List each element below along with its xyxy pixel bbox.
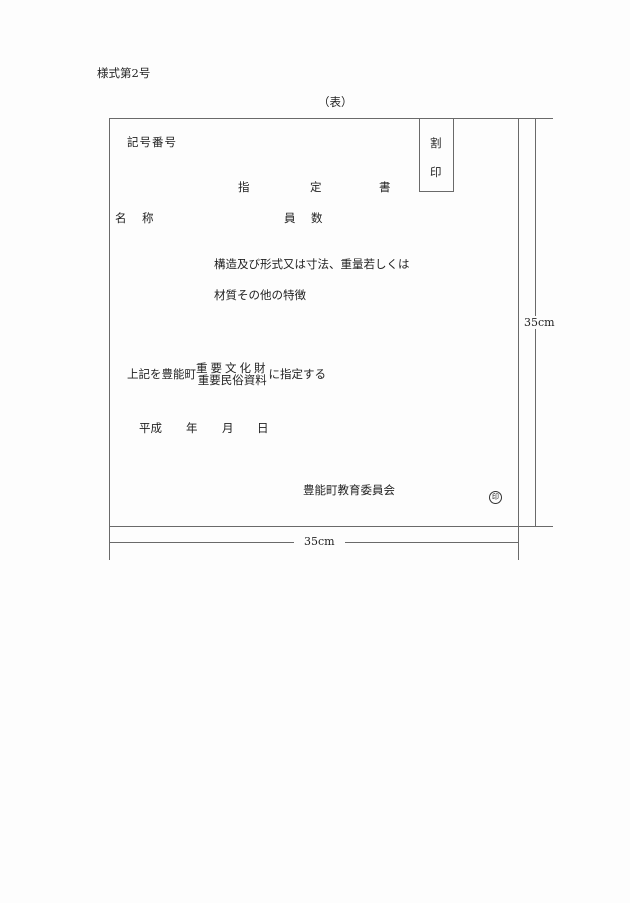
tally-seal-box: 割 印 [419,118,454,192]
title-char-3: 書 [379,180,391,194]
date-era: 平成 [139,421,162,435]
date-month: 月 [222,421,234,435]
name-label: 名 称 [115,211,156,225]
description-line-2: 材質その他の特徴 [214,288,306,302]
frame-right-line [518,118,519,560]
designation-suffix: に指定する [268,367,327,381]
width-dimension-label: 35cm [294,535,345,548]
issuer-name: 豊能町教育委員会 [303,483,395,497]
frame-bottom-line [109,526,553,527]
height-dimension-label: 35cm [522,316,557,329]
frame-left-line [109,118,110,560]
form-number: 様式第2号 [97,66,151,80]
option-important-cultural-property: 重要文化財 [196,361,269,375]
title-char-1: 指 [238,180,250,194]
registration-number-label: 記号番号 [127,135,177,149]
designation-prefix: 上記を豊能町 [127,367,196,381]
title-char-2: 定 [310,180,322,194]
frame-top-line [109,118,553,119]
designation-options: 重要文化財重要民俗資料 [196,362,269,386]
date-year: 年 [186,421,198,435]
option-important-folk-material: 重要民俗資料 [197,373,267,387]
count-label: 員 数 [284,211,325,225]
designation-statement: 上記を豊能町重要文化財重要民俗資料に指定する [127,362,326,386]
side-label: （表） [318,95,353,109]
description-line-1: 構造及び形式又は寸法、重量若しくは [214,257,410,271]
tally-seal-char-2: 印 [430,165,442,179]
date-day: 日 [257,421,269,435]
seal-icon: 印 [489,484,502,504]
tally-seal-char-1: 割 [430,136,442,150]
